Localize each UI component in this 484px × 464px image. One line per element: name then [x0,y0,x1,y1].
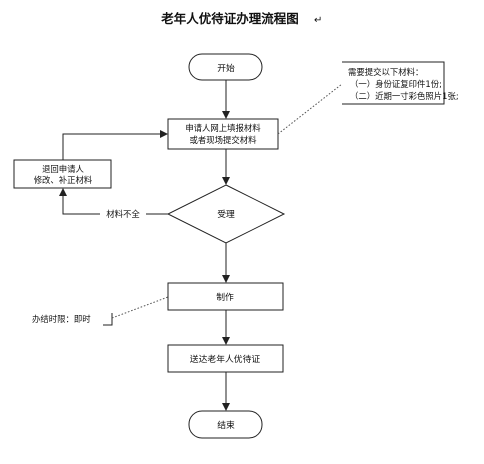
diagram-title-group: 老年人优待证办理流程图 ↵ [160,11,322,26]
diagram-title: 老年人优待证办理流程图 [160,11,299,26]
start-node: 开始 [188,53,263,81]
apply-node: 申请人网上填报材料 或者现场提交材料 [167,118,279,150]
materials-note-line1: 需要提交以下材料： [348,67,423,77]
make-label: 制作 [216,291,234,303]
end-shape [188,410,263,439]
end-node: 结束 [188,410,263,439]
return-node: 退回申请人 修改、补正材料 [13,159,112,189]
make-shape [167,282,284,311]
end-label: 结束 [217,419,235,431]
materials-note: 需要提交以下材料： （一）身份证复印件1份; （二）近期一寸彩色照片1张; [342,61,459,105]
start-label: 开始 [217,62,235,74]
deliver-label: 送达老年人优待证 [190,353,261,365]
edge-return-to-apply [62,130,168,160]
review-node: 受理 [166,184,286,244]
time-note-text: 办结时限：即时 [32,314,91,324]
apply-label-line2: 或者现场提交材料 [190,135,258,145]
apply-shape [167,118,279,150]
return-label-line1: 退回申请人 [42,164,84,174]
deliver-node: 送达老年人优待证 [167,344,284,373]
materials-note-bracket [342,61,445,105]
make-node: 制作 [167,282,284,311]
return-label-line2: 修改、补正材料 [34,175,93,185]
materials-note-line3: （二）近期一寸彩色照片1张; [350,91,459,101]
incomplete-label-bg [100,207,146,220]
time-note: 办结时限：即时 [32,313,113,326]
materials-note-connector [277,83,343,135]
materials-note-line2: （一）身份证复印件1份; [350,79,442,89]
title-return-mark: ↵ [314,15,322,26]
time-note-bracket [103,313,113,326]
edge-label-incomplete: 材料不全 [106,209,140,219]
review-label: 受理 [217,208,235,220]
return-shape [13,159,112,189]
apply-label-line1: 申请人网上填报材料 [185,123,261,133]
time-note-connector [111,296,169,319]
